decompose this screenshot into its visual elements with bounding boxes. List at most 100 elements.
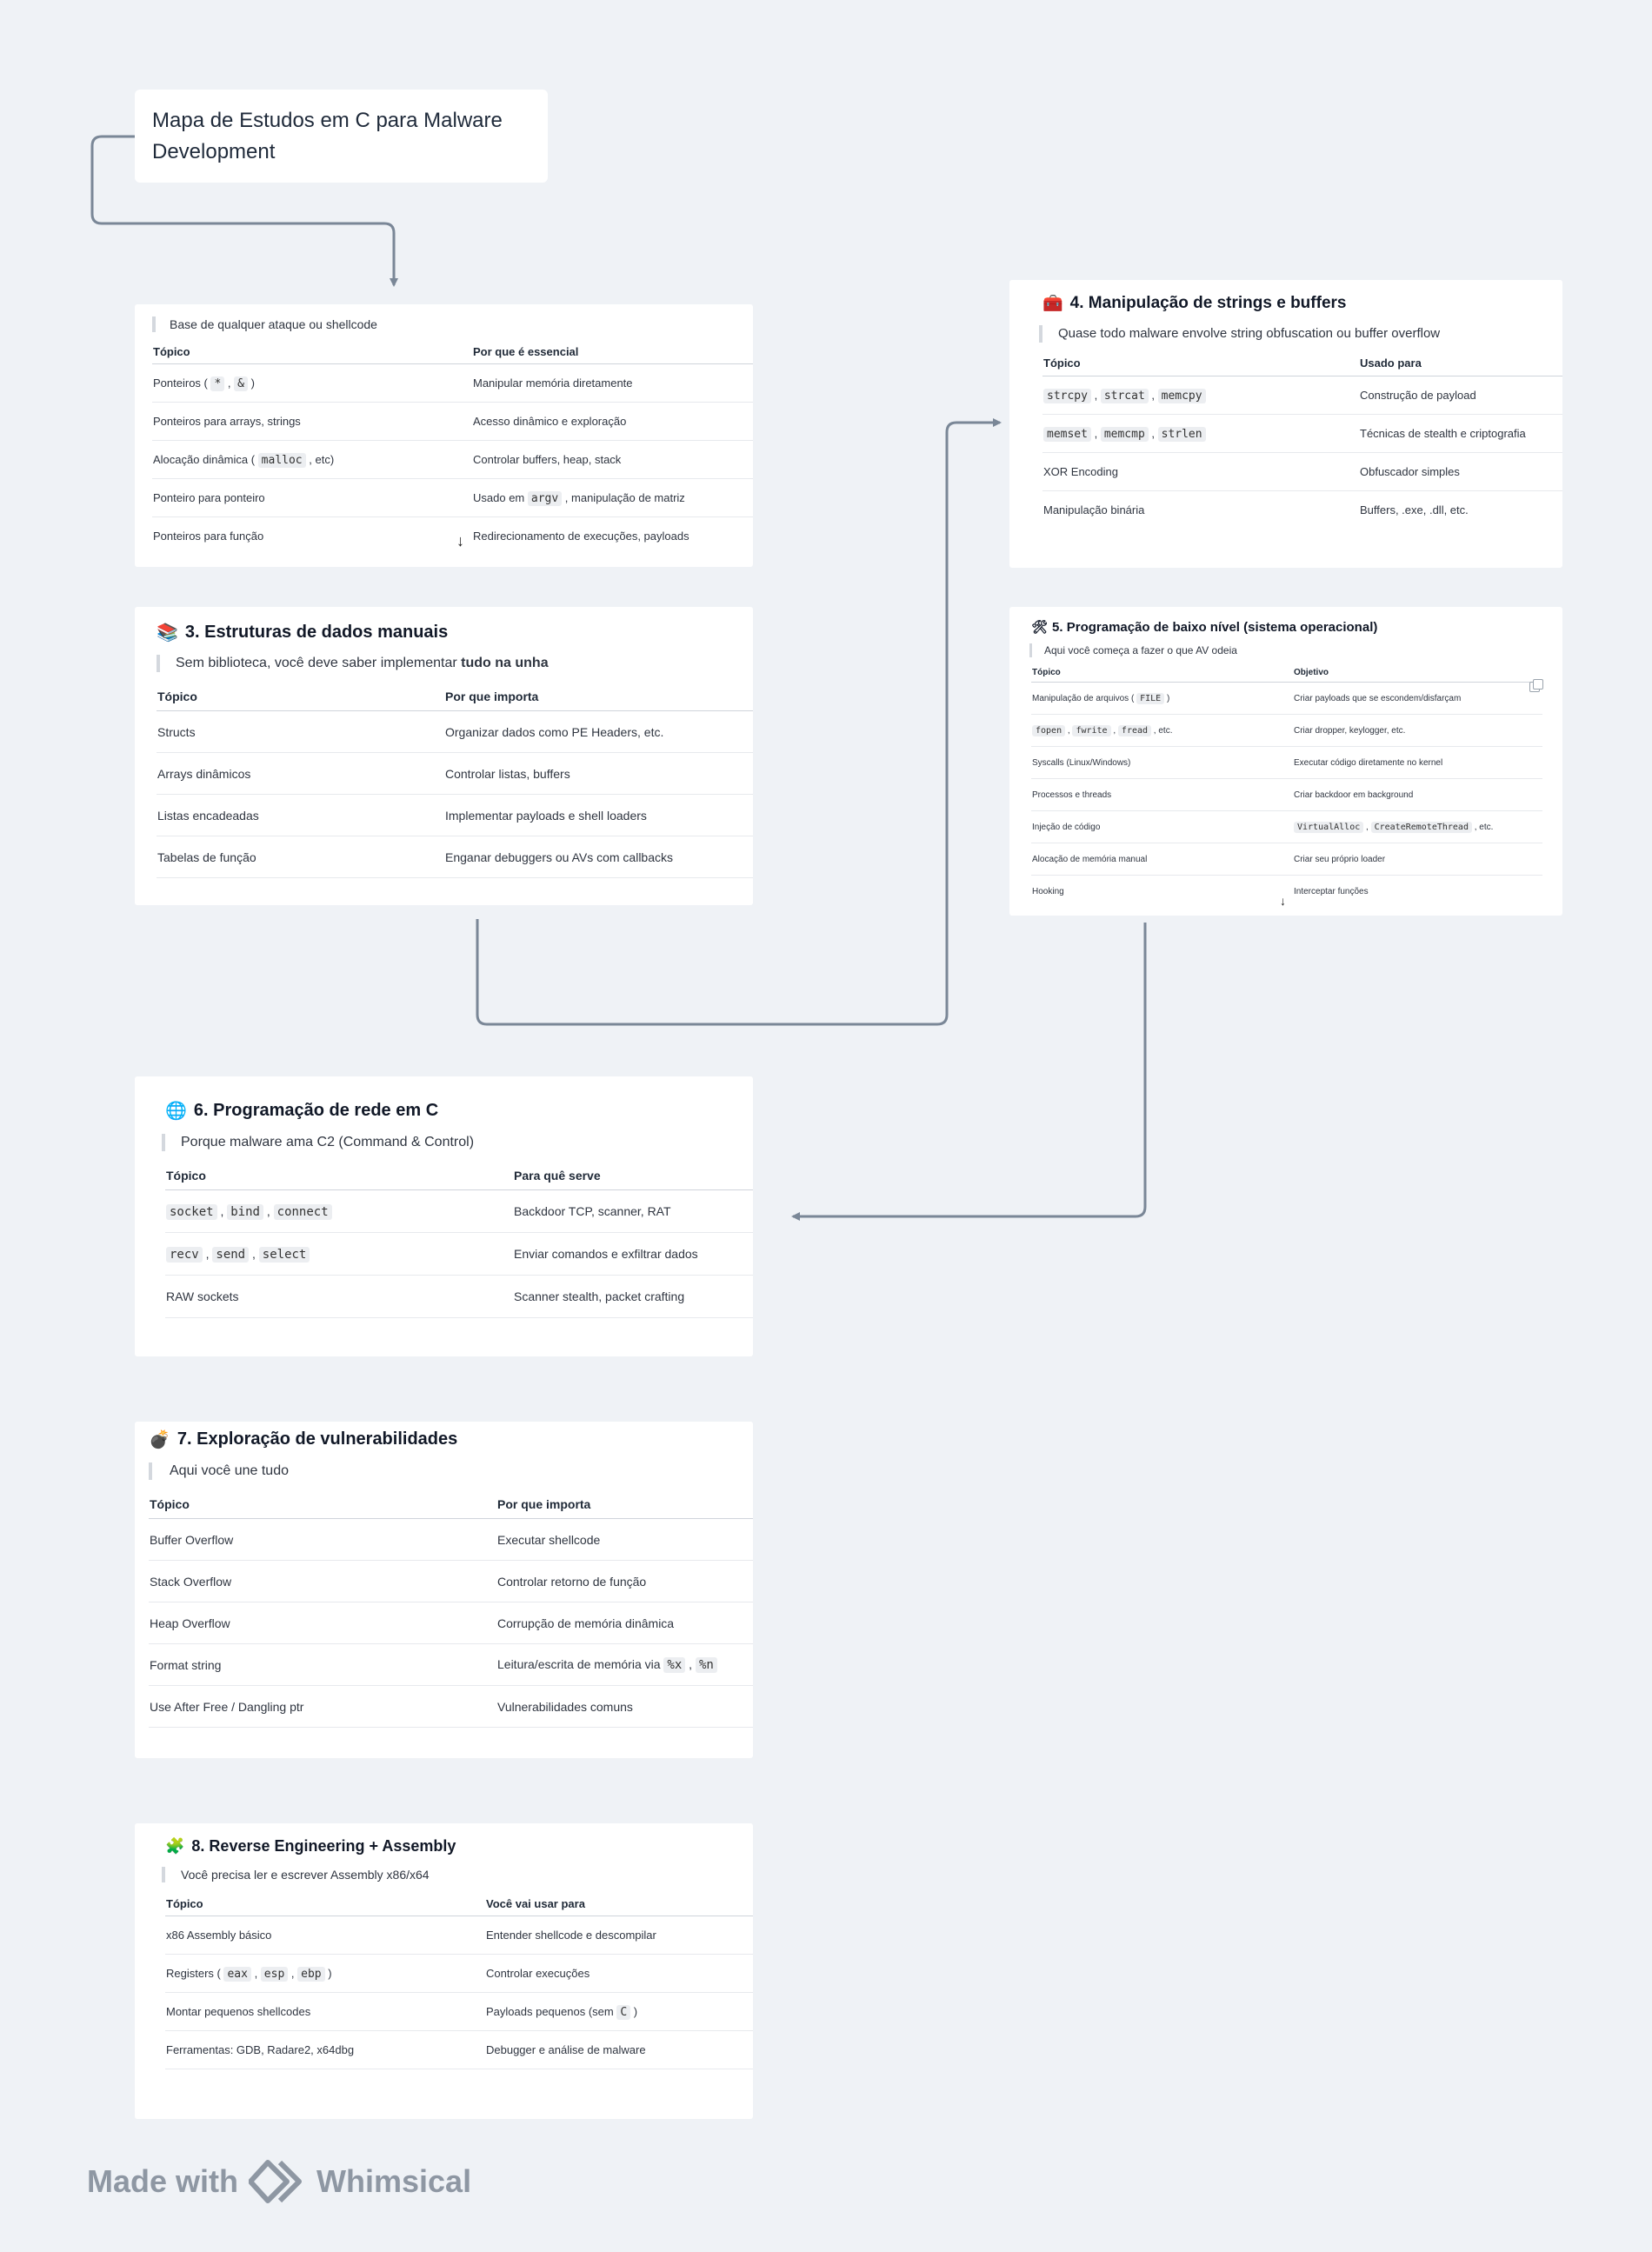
table-cell: Heap Overflow xyxy=(149,1602,496,1644)
card-title-text: 3. Estruturas de dados manuais xyxy=(184,622,449,642)
table-header-row: Tópico Por que é essencial xyxy=(152,339,753,364)
card-quote: Quase todo malware envolve string obfusc… xyxy=(1039,325,1562,343)
table-row: Injeção de código VirtualAlloc , CreateR… xyxy=(1031,810,1542,843)
table-cell: Enviar comandos e exfiltrar dados xyxy=(513,1232,753,1276)
table-row: Heap Overflow Corrupção de memória dinâm… xyxy=(149,1602,753,1644)
table-row: Manipulação binária Buffers, .exe, .dll,… xyxy=(1042,491,1562,530)
table-cell: Vulnerabilidades comuns xyxy=(496,1685,753,1728)
table-cell: Acesso dinâmico e exploração xyxy=(472,402,753,441)
title-node[interactable]: Mapa de Estudos em C para Malware Develo… xyxy=(135,90,548,183)
table-cell: recv , send , select xyxy=(165,1232,513,1276)
table-cell: Ponteiros ( * , & ) xyxy=(152,363,472,403)
card-reverse[interactable]: 🧩 8. Reverse Engineering + Assembly Você… xyxy=(135,1823,753,2119)
table-cell: Stack Overflow xyxy=(149,1560,496,1602)
table-cell: Controlar execuções xyxy=(485,1954,753,1993)
rede-table: Tópico Para quê serve socket , bind , co… xyxy=(165,1162,753,1318)
card-title: 🧩 8. Reverse Engineering + Assembly xyxy=(165,1836,753,1856)
card-rede[interactable]: 🌐 6. Programação de rede em C Porque mal… xyxy=(135,1076,753,1356)
table-row: Syscalls (Linux/Windows) Executar código… xyxy=(1031,746,1542,779)
column-header: Para quê serve xyxy=(513,1162,753,1190)
toolbox-icon: 🧰 xyxy=(1042,295,1063,313)
table-cell: Controlar listas, buffers xyxy=(444,752,753,795)
table-cell: Tabelas de função xyxy=(157,836,444,878)
card-exploracao[interactable]: 💣 7. Exploração de vulnerabilidades Aqui… xyxy=(135,1422,753,1758)
bomb-icon: 💣 xyxy=(149,1429,170,1449)
table-row: Tabelas de função Enganar debuggers ou A… xyxy=(157,836,753,878)
card-title-text: 7. Exploração de vulnerabilidades xyxy=(177,1429,458,1449)
table-row: Processos e threads Criar backdoor em ba… xyxy=(1031,778,1542,811)
table-cell: fopen , fwrite , fread , etc. xyxy=(1031,714,1293,747)
copy-icon[interactable] xyxy=(1529,679,1543,692)
card-quote: Você precisa ler e escrever Assembly x86… xyxy=(162,1867,753,1882)
table-cell: XOR Encoding xyxy=(1042,452,1359,491)
table-cell: Manipular memória diretamente xyxy=(472,363,753,403)
scroll-down-arrow-icon[interactable]: ↓ xyxy=(1280,894,1286,908)
table-cell: Organizar dados como PE Headers, etc. xyxy=(444,710,753,753)
column-header: Tópico xyxy=(149,1490,496,1519)
table-cell: Buffers, .exe, .dll, etc. xyxy=(1360,503,1469,516)
made-with-whimsical-badge[interactable]: Made with Whimsical xyxy=(87,2159,471,2204)
column-header: Objetivo xyxy=(1293,663,1542,683)
table-header-row: Tópico Você vai usar para xyxy=(165,1891,753,1916)
table-cell: Structs xyxy=(157,710,444,753)
table-row: Ponteiro para ponteiro Usado em argv , m… xyxy=(152,478,753,517)
table-cell: RAW sockets xyxy=(165,1275,513,1318)
table-row: Registers ( eax , esp , ebp ) Controlar … xyxy=(165,1954,753,1993)
table-row: Ponteiros ( * , & ) Manipular memória di… xyxy=(152,363,753,403)
card-title-text: 6. Programação de rede em C xyxy=(193,1100,439,1120)
reverse-table: Tópico Você vai usar para x86 Assembly b… xyxy=(165,1891,753,2069)
table-cell: Use After Free / Dangling ptr xyxy=(149,1685,496,1728)
table-header-row: Tópico Para quê serve xyxy=(165,1162,753,1190)
table-cell: Ponteiros para arrays, strings xyxy=(152,402,472,441)
books-icon: 📚 xyxy=(157,623,178,643)
table-cell: Alocação dinâmica ( malloc , etc) xyxy=(152,440,472,479)
globe-icon: 🌐 xyxy=(165,1101,187,1121)
table-header-row: Tópico Por que importa xyxy=(149,1490,753,1519)
table-cell: Format string xyxy=(149,1643,496,1686)
card-quote: Aqui você começa a fazer o que AV odeia xyxy=(1029,643,1562,657)
card-title: 🧰 4. Manipulação de strings e buffers xyxy=(1042,292,1562,315)
table-row: Buffer Overflow Executar shellcode xyxy=(149,1518,753,1561)
column-header: Usado para xyxy=(1359,350,1562,376)
exploracao-table: Tópico Por que importa Buffer Overflow E… xyxy=(149,1490,753,1728)
made-with-text: Made with xyxy=(87,2163,239,2199)
card-title: 🛠 5. Programação de baixo nível (sistema… xyxy=(1031,617,1562,636)
table-row: Arrays dinâmicos Controlar listas, buffe… xyxy=(157,752,753,795)
table-cell: Buffer Overflow xyxy=(149,1518,496,1561)
connector-estruturas-to-strings xyxy=(476,418,1002,1026)
table-cell: Executar shellcode xyxy=(496,1518,753,1561)
estruturas-table: Tópico Por que importa Structs Organizar… xyxy=(157,683,753,878)
table-cell: Técnicas de stealth e criptografia xyxy=(1359,414,1562,453)
card-strings[interactable]: 🧰 4. Manipulação de strings e buffers Qu… xyxy=(1009,280,1562,568)
column-header: Tópico xyxy=(165,1891,485,1916)
table-cell: Criar backdoor em background xyxy=(1293,778,1542,811)
whimsical-logo-icon xyxy=(249,2160,303,2203)
quote-text: Sem biblioteca, você deve saber implemen… xyxy=(176,656,462,670)
table-cell: Redirecionamento de execuções, payloads xyxy=(473,530,689,543)
table-cell: Processos e threads xyxy=(1031,778,1293,811)
column-header: Tópico xyxy=(1031,663,1293,683)
page-title: Mapa de Estudos em C para Malware Develo… xyxy=(152,109,503,163)
table-cell: Debugger e análise de malware xyxy=(485,2030,753,2069)
table-cell: Alocação de memória manual xyxy=(1031,843,1293,876)
column-header: Você vai usar para xyxy=(485,1891,753,1916)
table-row: Alocação de memória manual Criar seu pró… xyxy=(1031,843,1542,876)
table-cell: Hooking xyxy=(1032,886,1064,896)
table-cell: Leitura/escrita de memória via %x , %n xyxy=(496,1643,753,1686)
card-title: 💣 7. Exploração de vulnerabilidades xyxy=(149,1428,753,1450)
scroll-down-arrow-icon[interactable]: ↓ xyxy=(456,532,464,550)
card-title-text: 5. Programação de baixo nível (sistema o… xyxy=(1052,619,1378,635)
table-row: Ponteiros para arrays, strings Acesso di… xyxy=(152,402,753,441)
table-cell: Backdoor TCP, scanner, RAT xyxy=(513,1189,753,1233)
table-cell: Controlar buffers, heap, stack xyxy=(472,440,753,479)
card-ponteiros[interactable]: Base de qualquer ataque ou shellcode Tóp… xyxy=(135,304,753,567)
table-row: Ferramentas: GDB, Radare2, x64dbg Debugg… xyxy=(165,2030,753,2069)
table-cell: Injeção de código xyxy=(1031,810,1293,843)
card-estruturas[interactable]: 📚 3. Estruturas de dados manuais Sem bib… xyxy=(135,607,753,905)
card-quote: Aqui você une tudo xyxy=(149,1462,753,1480)
baixo-nivel-table: Tópico Objetivo Manipulação de arquivos … xyxy=(1031,663,1542,907)
table-cell: strcpy , strcat , memcpy xyxy=(1042,376,1359,415)
table-cell: Payloads pequenos (sem C ) xyxy=(485,1992,753,2031)
table-cell: VirtualAlloc , CreateRemoteThread , etc. xyxy=(1293,810,1542,843)
card-baixo-nivel[interactable]: 🛠 5. Programação de baixo nível (sistema… xyxy=(1009,607,1562,916)
